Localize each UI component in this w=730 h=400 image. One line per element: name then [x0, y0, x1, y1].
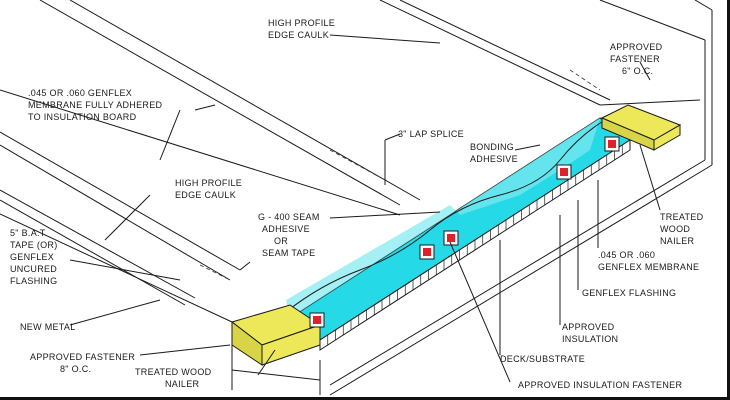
fastener-3 [443, 230, 459, 246]
fastener-4 [556, 164, 572, 180]
roof-edges [0, 0, 713, 396]
label-lap-splice: 3" LAP SPLICE [398, 129, 464, 139]
treated-wood-nailer-left [230, 304, 322, 366]
fastener-5 [604, 136, 620, 152]
label-approved-insulation-fastener: APPROVED INSULATION FASTENER [518, 380, 682, 390]
fasteners [309, 136, 620, 328]
fastener-2 [419, 244, 435, 260]
fastener-1 [309, 312, 325, 328]
label-genflex-flashing: GENFLEX FLASHING [582, 288, 676, 298]
leader-lines [69, 34, 661, 383]
insulation-edge-ticks [319, 140, 631, 350]
label-new-metal: NEW METAL [20, 322, 76, 332]
treated-wood-nailer-right [600, 104, 682, 151]
label-deck-substrate: DECK/SUBSTRATE [500, 354, 585, 364]
